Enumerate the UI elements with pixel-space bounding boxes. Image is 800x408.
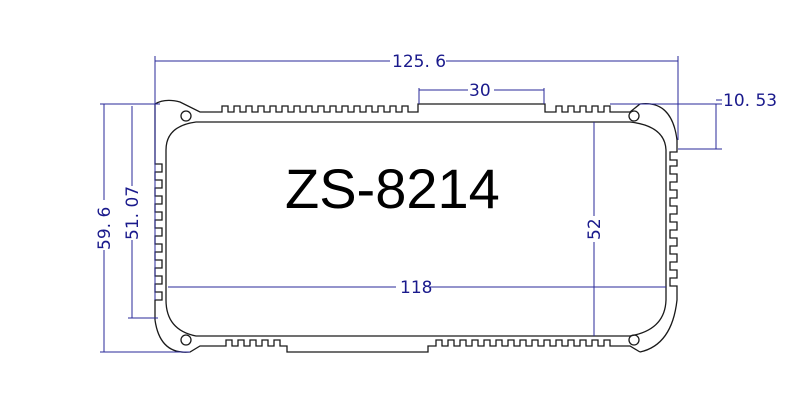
dimension-side-fin-span (128, 103, 158, 319)
extrusion-profile (154, 99, 678, 353)
dimension-top-flat (418, 88, 545, 104)
dim-overall-height: 59. 6 (95, 207, 115, 250)
dimension-overall-width (154, 56, 679, 300)
dimension-lip-height (610, 99, 722, 150)
dim-lip-height: 10. 53 (723, 91, 777, 111)
dim-top-flat: 30 (469, 81, 491, 101)
dim-overall-width: 125. 6 (392, 52, 446, 72)
dim-inner-height: 52 (585, 218, 605, 240)
dim-side-fin-span: 51. 07 (123, 186, 143, 240)
model-label: ZS-8214 (285, 157, 500, 220)
dim-inner-width: 118 (400, 278, 432, 298)
